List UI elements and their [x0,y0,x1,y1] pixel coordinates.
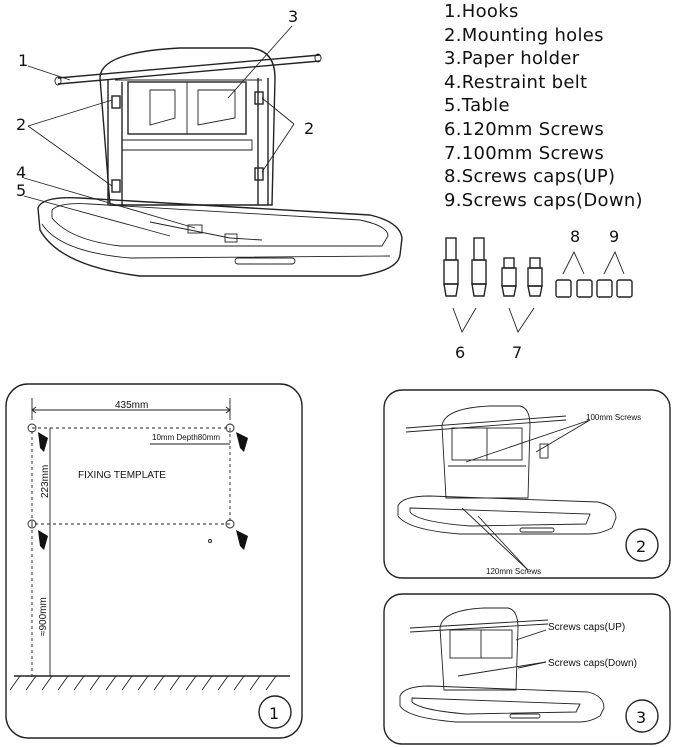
mounting-hole [111,179,121,193]
step-1-number: 1 [269,704,279,723]
template-title: FIXING TEMPLATE [78,470,166,481]
step-2-panel [383,389,671,579]
changing-table-illustration [23,25,403,277]
legend-item-screw-caps-down: 9.Screws caps(Down) [444,189,643,211]
step-3-caps-up-label: Screws caps(UP) [548,622,625,633]
callout-8: 8 [570,227,580,246]
parts-legend: 1.Hooks 2.Mounting holes 3.Paper holder … [444,0,643,212]
step-1-panel [5,383,303,739]
anchor-marker [27,519,48,550]
callout-3: 3 [288,7,298,26]
legend-item-table: 5.Table [444,95,510,117]
screws-group [443,237,633,334]
legend-item-120mm-screws: 6.120mm Screws [444,118,605,140]
screw-120mm [443,237,459,297]
callout-2-right: 2 [304,119,314,138]
template-floor-label: ≈900mm [38,597,49,636]
legend-item-restraint-belt: 4.Restraint belt [444,71,588,93]
template-depth-label: 10mm Depth80mm [152,433,220,442]
callout-5: 5 [16,181,26,200]
mounting-hole [254,167,264,181]
legend-item-mounting-holes: 2.Mounting holes [444,24,604,46]
anchor-marker [225,519,248,550]
anchor-marker [27,423,48,452]
callout-1: 1 [18,51,28,70]
legend-item-hooks: 1.Hooks [444,1,519,22]
screw-cap-down [596,279,613,298]
step-2-number: 2 [636,537,646,556]
legend-item-paper-holder: 3.Paper holder [444,48,580,70]
screw-120mm [471,237,487,297]
screw-cap-up [555,279,572,298]
callout-6: 6 [455,343,465,362]
floor-hatching [9,675,277,691]
step-2-120mm-label: 120mm Screws [486,567,541,576]
step-2-100mm-label: 100mm Screws [586,413,641,422]
callout-4: 4 [16,163,26,182]
screw-cap-down [616,279,633,298]
callout-9: 9 [609,227,619,246]
legend-item-screw-caps-up: 8.Screws caps(UP) [444,166,616,188]
step-3-panel [383,593,671,745]
mounting-hole [111,95,121,109]
callout-2-left: 2 [16,115,26,134]
mounting-hole [254,91,264,105]
anchor-marker [225,423,248,452]
screw-cap-up [576,279,593,298]
screw-100mm [501,257,517,297]
template-height-label: 223mm [40,465,51,498]
step-3-number: 3 [636,708,646,727]
screw-100mm [527,257,543,297]
callout-7: 7 [512,343,522,362]
template-width-label: 435mm [115,400,148,411]
step-3-caps-down-label: Screws caps(Down) [548,658,637,669]
legend-item-100mm-screws: 7.100mm Screws [444,142,605,164]
